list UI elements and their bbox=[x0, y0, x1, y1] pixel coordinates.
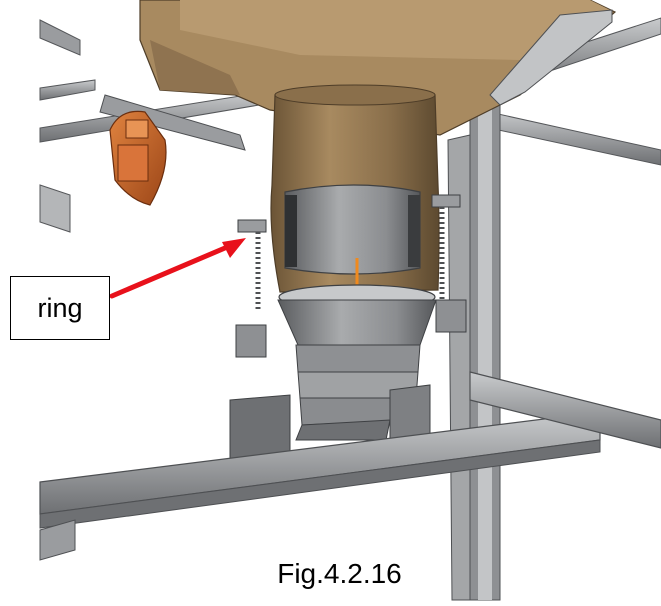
callout-arrow bbox=[109, 238, 246, 299]
valve bbox=[109, 110, 167, 206]
frame-post bbox=[447, 94, 501, 601]
figure-caption: Fig.4.2.16 bbox=[277, 558, 402, 589]
frame-upper bbox=[39, 17, 661, 233]
frame-lower bbox=[39, 371, 661, 561]
mount-bracket bbox=[229, 384, 431, 461]
hopper bbox=[99, 0, 617, 151]
springs bbox=[235, 194, 467, 358]
ring-callout-label: ring bbox=[10, 276, 110, 340]
ring-sleeve bbox=[284, 184, 421, 298]
lower-funnel bbox=[277, 284, 437, 441]
